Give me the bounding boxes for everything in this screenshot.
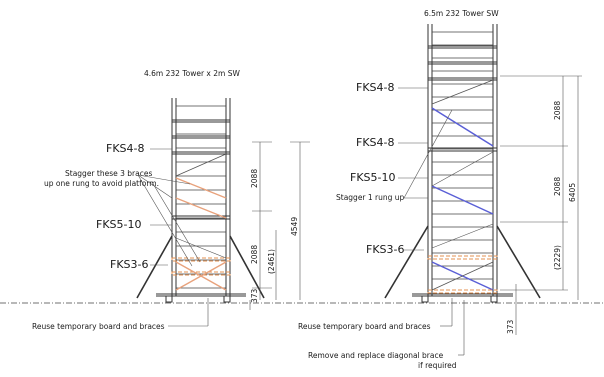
left-brace-upper [175, 177, 227, 199]
left-label-fks5-10: FKS5-10 [96, 218, 142, 231]
right-brace-low-b [431, 261, 494, 291]
left-outrigger-right [229, 235, 265, 299]
left-dim-base: 373 [250, 288, 259, 303]
right-tower-rungs [432, 31, 493, 280]
left-label-fks3-6: FKS3-6 [110, 258, 149, 271]
left-tower [136, 98, 265, 303]
right-label-fks4-8-top: FKS4-8 [356, 81, 395, 94]
left-note-stagger-line1: Stagger these 3 braces [65, 169, 152, 178]
right-brace-top-blue [431, 107, 494, 147]
left-label-fks4-8: FKS4-8 [106, 142, 145, 155]
left-dim-platform: (2461) [267, 249, 276, 274]
right-dim-total: 6405 [568, 183, 577, 202]
left-brace-low-b [175, 261, 227, 291]
right-note-remove-line2: if required [418, 361, 457, 370]
right-label-fks4-8-mid: FKS4-8 [356, 136, 395, 149]
right-label-fks5-10: FKS5-10 [350, 171, 396, 184]
right-dim-upper: 2088 [553, 101, 562, 120]
right-brace-mid-blue [431, 185, 494, 215]
left-platform-board-lower [171, 271, 231, 276]
left-tower-rungs [176, 105, 226, 289]
left-dimensions [249, 141, 310, 310]
left-dim-upper: 2088 [250, 169, 259, 188]
left-dim-lower: 2088 [250, 245, 259, 264]
right-outrigger-left [384, 225, 429, 299]
right-platform-board-upper [427, 255, 498, 260]
right-brace-top [431, 79, 494, 105]
right-outrigger-right [496, 225, 541, 299]
left-outrigger-left [136, 235, 173, 299]
right-tower [384, 24, 541, 303]
left-brace-upper-2 [175, 153, 227, 177]
left-note-reuse: Reuse temporary board and braces [32, 322, 165, 331]
left-note-stagger-line2: up one rung to avoid platform. [44, 179, 159, 188]
right-note-stagger: Stagger 1 rung up [336, 193, 405, 202]
left-brace-mid [175, 197, 227, 219]
right-note-reuse: Reuse temporary board and braces [298, 322, 431, 331]
right-dim-lower: (2229) [553, 245, 562, 270]
right-tower-title: 6.5m 232 Tower SW [424, 9, 499, 18]
right-label-fks3-6: FKS3-6 [366, 243, 405, 256]
right-platform-board-lower [427, 289, 498, 294]
left-platform-board-upper [171, 257, 231, 262]
right-note-remove-line1: Remove and replace diagonal brace [308, 351, 444, 360]
right-dim-middle: 2088 [553, 177, 562, 196]
right-dimensions [500, 75, 582, 335]
right-dim-base: 373 [506, 319, 515, 334]
left-dim-total: 4549 [290, 217, 299, 236]
left-tower-title: 4.6m 232 Tower x 2m SW [144, 69, 240, 78]
